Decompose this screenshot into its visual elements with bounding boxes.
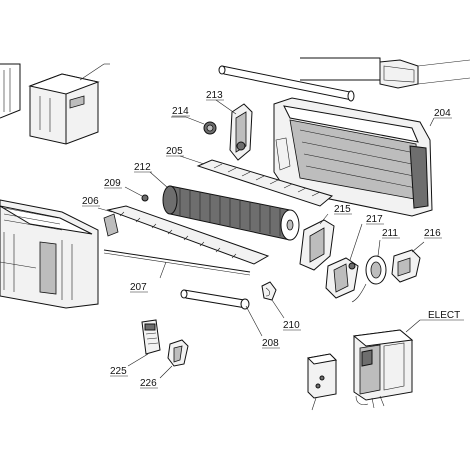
frame-corner-top-right bbox=[300, 57, 470, 89]
part-209 bbox=[124, 186, 149, 202]
part-204-chassis bbox=[273, 97, 435, 217]
top-rail-part bbox=[218, 65, 355, 102]
part-210 bbox=[261, 281, 285, 319]
part-225-remote bbox=[127, 319, 161, 367]
part-216 bbox=[391, 241, 425, 283]
part-213 bbox=[215, 99, 253, 161]
label-209: 209 bbox=[104, 178, 121, 189]
terminal-box bbox=[306, 353, 338, 411]
label-215: 215 bbox=[334, 204, 351, 215]
label-204: 204 bbox=[434, 108, 451, 119]
label-216: 216 bbox=[424, 228, 441, 239]
part-206-louver bbox=[97, 205, 270, 265]
label-217: 217 bbox=[366, 214, 383, 225]
housing-corner-top-left bbox=[0, 63, 21, 119]
label-213: 213 bbox=[206, 90, 223, 101]
part-212-fan bbox=[149, 171, 300, 241]
part-217 bbox=[325, 223, 363, 299]
label-208: 208 bbox=[262, 338, 279, 349]
label-214: 214 bbox=[172, 106, 189, 117]
label-225: 225 bbox=[110, 366, 127, 377]
cover-box-part bbox=[28, 63, 110, 145]
label-210: 210 bbox=[283, 320, 300, 331]
part-226-holder bbox=[159, 339, 189, 379]
label-205: 205 bbox=[166, 146, 183, 157]
part-214 bbox=[171, 116, 217, 135]
part-208-shaft bbox=[180, 289, 263, 337]
elect-control-box bbox=[352, 319, 421, 409]
part-207-rod bbox=[103, 249, 251, 279]
label-211: 211 bbox=[382, 228, 398, 239]
label-207: 207 bbox=[130, 282, 147, 293]
part-211-motor bbox=[351, 239, 387, 303]
label-elect: ELECT bbox=[428, 310, 460, 321]
label-226: 226 bbox=[140, 378, 157, 389]
front-unit-left bbox=[0, 199, 99, 309]
part-215 bbox=[299, 213, 335, 271]
label-212: 212 bbox=[134, 162, 151, 173]
part-205-grille bbox=[179, 155, 334, 207]
label-206: 206 bbox=[82, 196, 99, 207]
